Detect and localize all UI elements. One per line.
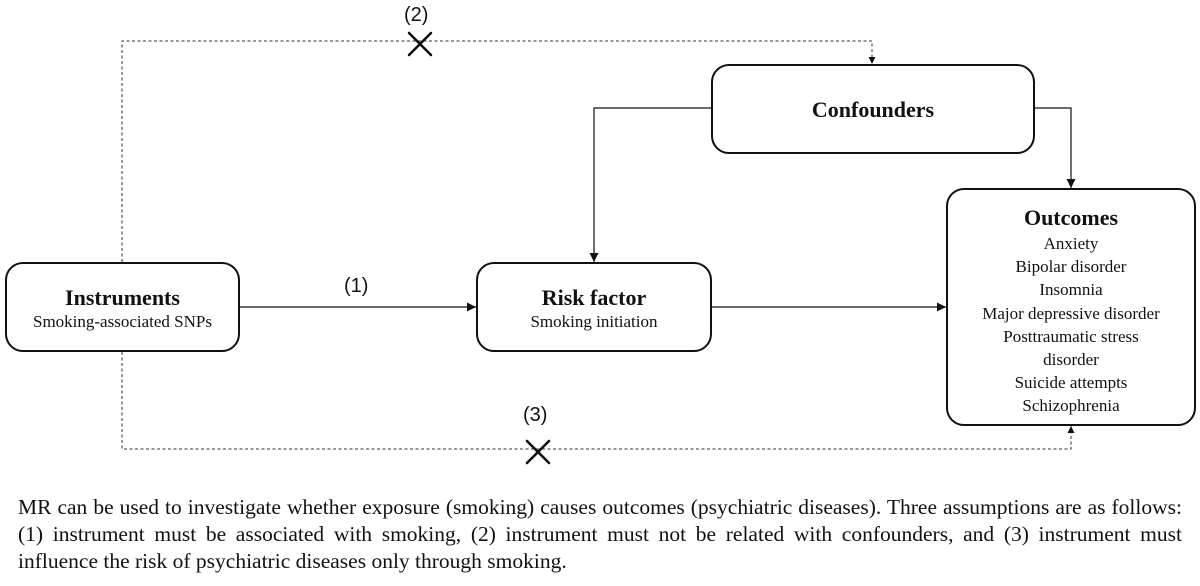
instruments-box: Instruments Smoking-associated SNPs [5, 262, 240, 352]
outcome-item-suicide-attempts: Suicide attempts [1014, 373, 1128, 393]
outcome-item-anxiety: Anxiety [1043, 234, 1099, 253]
confounders-box: Confounders [711, 64, 1035, 154]
outcome-item-schizophrenia: Schizophrenia [1022, 396, 1120, 416]
risk-factor-subtitle: Smoking initiation [530, 312, 658, 331]
risk-factor-box: Risk factor Smoking initiation [476, 262, 712, 352]
dashed-path-instruments-to-confounders [121, 40, 876, 262]
outcome-item-major-depressive-disorder: Major depressive disorder [982, 303, 1160, 323]
outcome-item-posttraumatic-stress: Posttraumatic stress [1003, 326, 1139, 346]
path-label-3: (3) [523, 404, 548, 426]
outcomes-title: Outcomes [1023, 205, 1119, 230]
path-label-2: (2) [404, 4, 429, 26]
cross-icon-path-2 [407, 31, 433, 57]
arrow-confounders-to-risk-factor [589, 107, 711, 262]
arrow-confounders-to-outcomes [1035, 107, 1076, 188]
confounders-title: Confounders [811, 97, 935, 122]
cross-icon-path-3 [525, 439, 551, 465]
risk-factor-title: Risk factor [541, 285, 647, 310]
outcome-item-posttraumatic-stress-cont: disorder [1043, 350, 1099, 370]
outcome-item-bipolar-disorder: Bipolar disorder [1015, 257, 1127, 277]
dashed-path-instruments-to-outcomes [121, 352, 1075, 450]
instruments-subtitle: Smoking-associated SNPs [33, 312, 212, 331]
outcome-item-insomnia: Insomnia [1039, 280, 1103, 300]
figure-caption: MR can be used to investigate whether ex… [18, 495, 1182, 573]
instruments-title: Instruments [65, 285, 180, 310]
outcomes-box: Outcomes Anxiety Bipolar disorder Insomn… [946, 188, 1196, 426]
path-label-1: (1) [344, 275, 369, 297]
